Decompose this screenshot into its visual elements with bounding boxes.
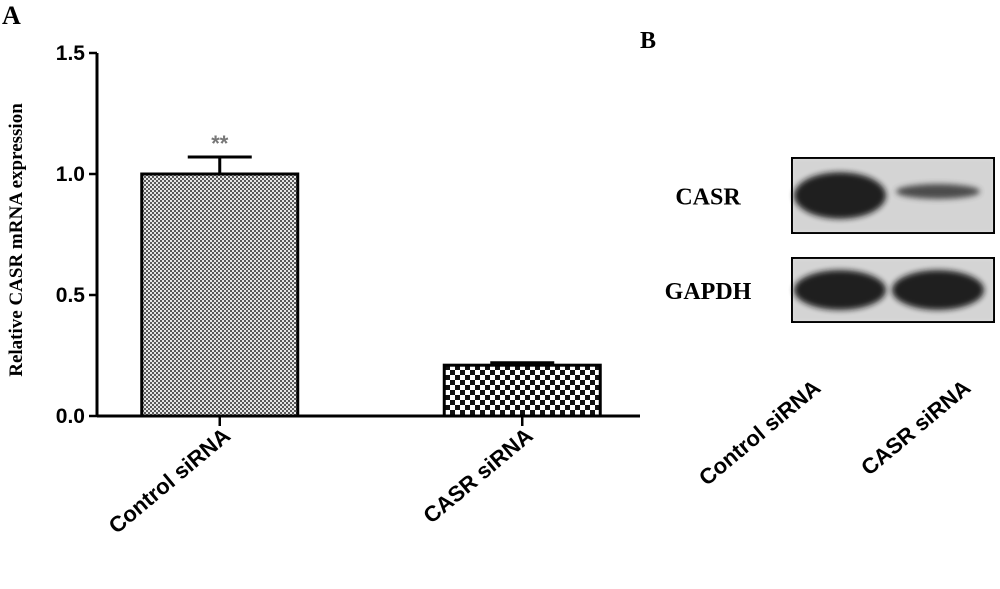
blot-lane-label: CASR siRNA (856, 375, 975, 481)
error-bars (187, 155, 555, 366)
annotations: ** (211, 131, 229, 156)
panel-a-label: A (2, 1, 21, 30)
bar-series (140, 172, 602, 418)
bar-control-sirna (140, 172, 300, 418)
blot-row-casr: CASR (675, 157, 995, 234)
x-tick-labels: Control siRNA CASR siRNA (104, 423, 538, 539)
western-blot-panel-b: CASR GAPDH Control siRNA CASR siRNA (665, 157, 995, 491)
blot-row-label: GAPDH (665, 279, 752, 305)
blot-band-lane-1 (794, 172, 886, 219)
blot-row-gapdh: GAPDH (665, 257, 995, 323)
y-tick-label: 1.0 (56, 163, 85, 186)
bar-casr-sirna (442, 363, 602, 418)
y-tick-label: 0.5 (56, 284, 86, 307)
y-tick-label: 1.5 (56, 42, 86, 65)
blot-band-lane-1 (794, 270, 886, 310)
panel-b-label: B (640, 28, 656, 54)
blot-lane-label: Control siRNA (694, 375, 825, 491)
y-tick-labels: 0.0 0.5 1.0 1.5 (56, 42, 86, 428)
y-axis-label: Relative CASR mRNA expression (6, 103, 27, 377)
x-tick-label: Control siRNA (104, 423, 235, 539)
y-tick-label: 0.0 (56, 405, 85, 428)
blot-band-lane-2 (896, 184, 980, 199)
blot-row-label: CASR (675, 185, 741, 211)
significance-annotation: ** (211, 131, 229, 156)
blot-band-lane-2 (892, 270, 984, 310)
x-tick-label: CASR siRNA (418, 423, 537, 529)
